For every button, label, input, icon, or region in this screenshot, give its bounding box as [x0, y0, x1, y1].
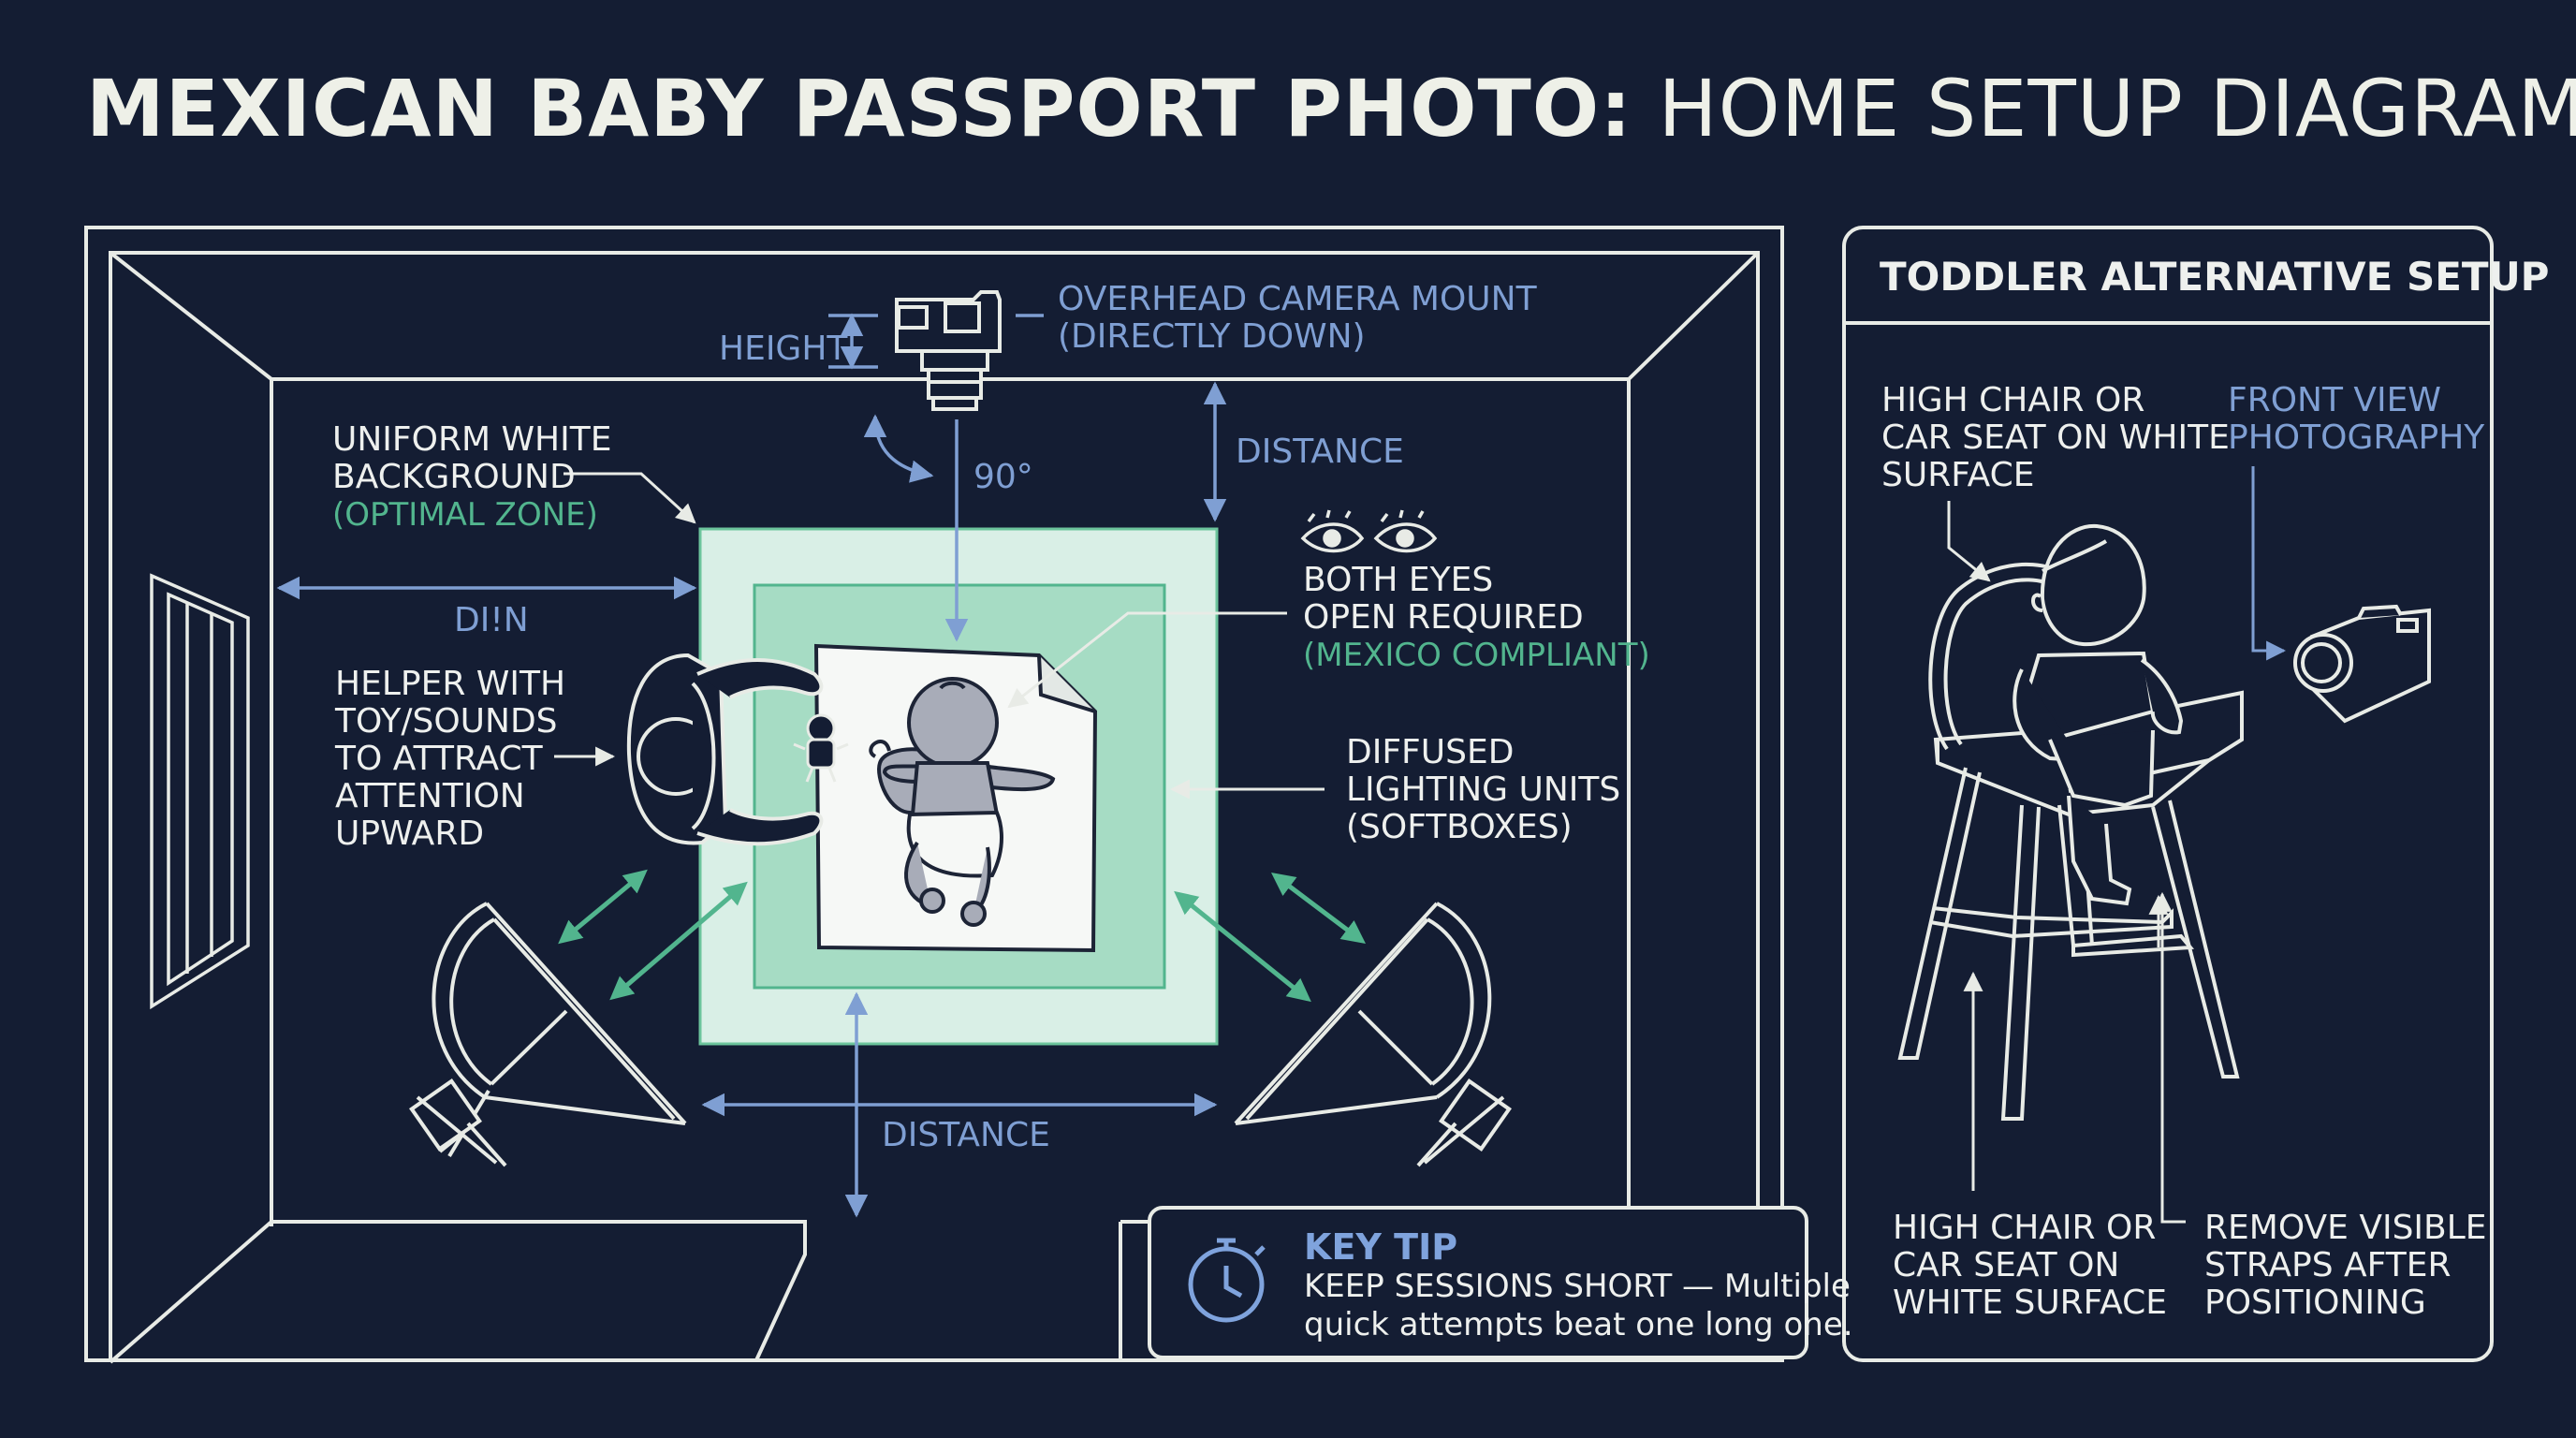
chair-top-line1: HIGH CHAIR OR [1881, 381, 2145, 419]
front-view-line1: FRONT VIEW [2228, 381, 2442, 419]
lighting-label-line1: DIFFUSED [1346, 733, 1515, 771]
chair-bottom-line3: WHITE SURFACE [1893, 1284, 2167, 1322]
eyes-label-line1: BOTH EYES [1303, 561, 1494, 599]
toddler-callout-arrows [1947, 466, 2287, 1224]
eyes-label-line2: OPEN REQUIRED [1303, 598, 1584, 637]
angle-label: 90° [973, 458, 1033, 496]
chair-top-line3: SURFACE [1881, 456, 2035, 494]
key-tip-line2: quick attempts beat one long one. [1304, 1306, 1853, 1343]
toddler-panel [1842, 226, 2494, 1362]
toddler-figure [2012, 523, 2184, 906]
camera-icon [2293, 604, 2431, 724]
baby-figure [869, 677, 1056, 927]
stopwatch-icon [1188, 1238, 1266, 1323]
camera-label: OVERHEAD CAMERA MOUNT (DIRECTLY DOWN) [1058, 281, 1537, 356]
straps-label: REMOVE VISIBLE STRAPS AFTER POSITIONING [2204, 1210, 2487, 1322]
eyes-label: BOTH EYES OPEN REQUIRED (MEXICO COMPLIAN… [1303, 561, 1650, 675]
helper-label: HELPER WITH TOY/SOUNDS TO ATTRACT ATTENT… [335, 666, 565, 853]
lighting-label-line2: LIGHTING UNITS [1346, 770, 1621, 809]
title-rest: HOME SETUP DIAGRAM [1658, 63, 2576, 154]
helper-label-line5: UPWARD [335, 814, 485, 853]
chair-top-line2: CAR SEAT ON WHITE [1881, 418, 2230, 457]
key-tip-body: KEEP SESSIONS SHORT — Multiple quick att… [1304, 1268, 1853, 1344]
camera-label-line2: (DIRECTLY DOWN) [1058, 317, 1366, 356]
distance-bottom-label: DISTANCE [882, 1116, 1050, 1154]
height-label: HEIGHT [719, 330, 848, 368]
straps-line2: STRAPS AFTER [2204, 1246, 2452, 1284]
key-tip-line1: KEEP SESSIONS SHORT — Multiple [1304, 1268, 1851, 1305]
toddler-chair-bottom-label: HIGH CHAIR OR CAR SEAT ON WHITE SURFACE [1893, 1210, 2167, 1322]
lighting-label: DIFFUSED LIGHTING UNITS (SOFTBOXES) [1346, 734, 1620, 846]
background-label-line1: UNIFORM WHITE [332, 420, 612, 459]
dimension-arrows [276, 313, 1227, 1218]
toy-figure [793, 713, 849, 783]
room-outline [84, 226, 1784, 1364]
chair-bottom-line2: CAR SEAT ON [1893, 1246, 2120, 1284]
chair-bottom-line1: HIGH CHAIR OR [1893, 1209, 2157, 1247]
background-note: (OPTIMAL ZONE) [332, 496, 598, 534]
distance-left-label: DI!N [454, 601, 529, 639]
front-view-line2: PHOTOGRAPHY [2228, 418, 2485, 457]
page-title: MEXICAN BABY PASSPORT PHOTO: HOME SETUP … [86, 69, 2576, 148]
window-icon [150, 573, 250, 1010]
distance-top-label: DISTANCE [1236, 433, 1404, 471]
background-label-line2: BACKGROUND [332, 458, 576, 496]
toddler-heading: TODDLER ALTERNATIVE SETUP [1880, 254, 2550, 300]
camera-label-line1: OVERHEAD CAMERA MOUNT [1058, 280, 1537, 318]
camera-icon [895, 290, 1002, 411]
key-tip-title: KEY TIP [1304, 1226, 1458, 1268]
helper-label-line2: TOY/SOUNDS [335, 702, 558, 741]
high-chair-icon [1897, 562, 2244, 1121]
helper-label-line1: HELPER WITH [335, 665, 566, 703]
callout-arrows [554, 472, 1325, 800]
eye-icon [1300, 509, 1438, 553]
title-bold: MEXICAN BABY PASSPORT PHOTO: [86, 63, 1632, 154]
light-direction-arrows [558, 869, 1366, 1003]
helper-label-line4: ATTENTION [335, 777, 525, 815]
straps-line1: REMOVE VISIBLE [2204, 1209, 2487, 1247]
lighting-label-line3: (SOFTBOXES) [1346, 808, 1573, 846]
key-tip-box [1148, 1206, 1808, 1359]
front-view-label: FRONT VIEW PHOTOGRAPHY [2228, 382, 2484, 457]
helper-label-line3: TO ATTRACT [335, 740, 543, 778]
eyes-note: (MEXICO COMPLIANT) [1303, 637, 1650, 674]
softbox-icon [409, 902, 1512, 1167]
toddler-chair-top-label: HIGH CHAIR OR CAR SEAT ON WHITE SURFACE [1881, 382, 2230, 494]
background-label: UNIFORM WHITE BACKGROUND (OPTIMAL ZONE) [332, 420, 612, 535]
straps-line3: POSITIONING [2204, 1284, 2426, 1322]
helper-figure [626, 653, 824, 846]
